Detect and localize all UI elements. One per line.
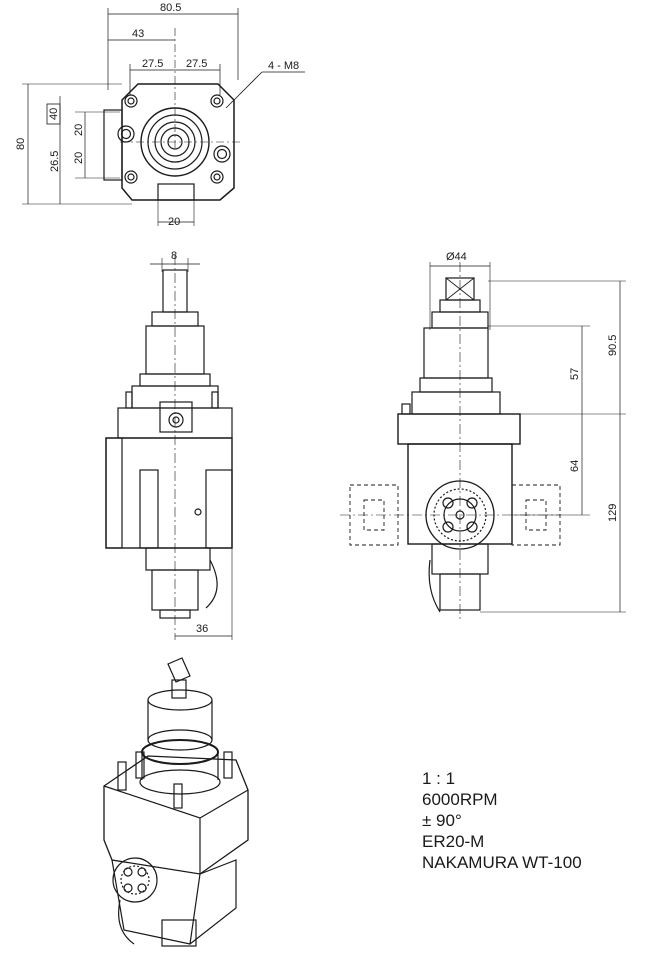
spec-collet: ER20-M <box>422 832 485 851</box>
dim-diameter: Ø44 <box>446 251 467 263</box>
front-view <box>340 262 626 620</box>
dim-top-half-right: 27.5 <box>186 58 207 70</box>
spec-block: 1 : 1 6000RPM ± 90° ER20-M NAKAMURA WT-1… <box>422 768 582 873</box>
dimension-labels: 80.5 43 27.5 27.5 4 - M8 20 80 40 20 20 … <box>15 2 619 635</box>
spec-angle: ± 90° <box>422 811 462 830</box>
dim-height-26-5: 26.5 <box>49 151 61 172</box>
boxed-dimension-frame <box>46 103 61 125</box>
dim-vert-57: 57 <box>569 368 581 380</box>
spec-scale: 1 : 1 <box>422 769 456 788</box>
dim-key-width: 20 <box>168 216 180 228</box>
top-view <box>22 8 305 226</box>
dim-height-upper-20: 20 <box>73 124 85 136</box>
dim-height-total: 80 <box>15 138 27 150</box>
dim-height-boxed: 40 <box>48 108 60 120</box>
isometric-view <box>103 657 249 947</box>
dim-height-lower-20: 20 <box>73 152 85 164</box>
dim-vert-90-5: 90.5 <box>607 335 619 356</box>
dim-top-offset: 43 <box>132 28 144 40</box>
side-view <box>105 255 233 640</box>
dim-vert-64: 64 <box>569 460 581 472</box>
dim-vert-129: 129 <box>607 504 619 522</box>
dim-shaft-width: 8 <box>171 250 177 262</box>
dim-top-width: 80.5 <box>160 2 181 14</box>
spec-machine: NAKAMURA WT-100 <box>422 853 582 872</box>
spec-speed: 6000RPM <box>422 790 498 809</box>
dim-thread-callout: 4 - M8 <box>268 60 299 72</box>
dim-side-offset: 36 <box>196 623 208 635</box>
dim-top-half-left: 27.5 <box>142 58 163 70</box>
